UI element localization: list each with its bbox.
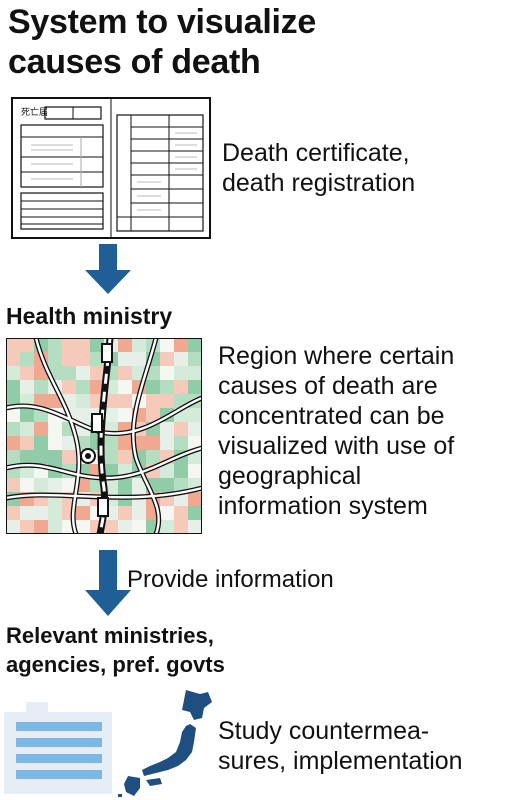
provide-information-label: Provide information <box>127 566 334 593</box>
step2-text-line-4: visualized with use of <box>218 432 455 460</box>
step1-description: Death certificate, death registration <box>222 138 512 198</box>
step3-description: Study countermea- sures, implementation <box>218 716 518 776</box>
step3-heading-line-1: Relevant ministries, <box>6 623 214 648</box>
gis-map-icon <box>6 338 202 534</box>
step3-text-line-2: sures, implementation <box>218 747 463 775</box>
step2-text-line-6: information system <box>218 492 428 520</box>
step2-description: Region where certain causes of death are… <box>218 341 518 521</box>
title-line-2: causes of death <box>8 43 261 81</box>
step2-text-line-2: causes of death are <box>218 372 438 400</box>
health-ministry-heading: Health ministry <box>6 303 173 329</box>
step2-text-line-5: geographical <box>218 462 362 490</box>
building-icon <box>4 700 112 794</box>
step2-text-line-1: Region where certain <box>218 342 455 370</box>
step1-text-line-2: death registration <box>222 169 416 197</box>
diagram-title: System to visualize causes of death <box>8 2 518 82</box>
form-label: 死亡届 <box>21 108 49 118</box>
down-arrow-icon <box>85 550 131 616</box>
down-arrow-icon <box>85 244 131 294</box>
step2-text-line-3: concentrated can be <box>218 402 445 430</box>
step3-text-line-1: Study countermea- <box>218 717 430 745</box>
step3-heading-line-2: agencies, pref. govts <box>6 652 225 677</box>
death-certificate-document-icon: 死亡届 <box>11 97 211 239</box>
relevant-ministries-heading: Relevant ministries, agencies, pref. gov… <box>6 621 406 679</box>
title-line-1: System to visualize <box>8 3 316 41</box>
step1-text-line-1: Death certificate, <box>222 139 410 167</box>
japan-map-icon <box>116 688 214 798</box>
